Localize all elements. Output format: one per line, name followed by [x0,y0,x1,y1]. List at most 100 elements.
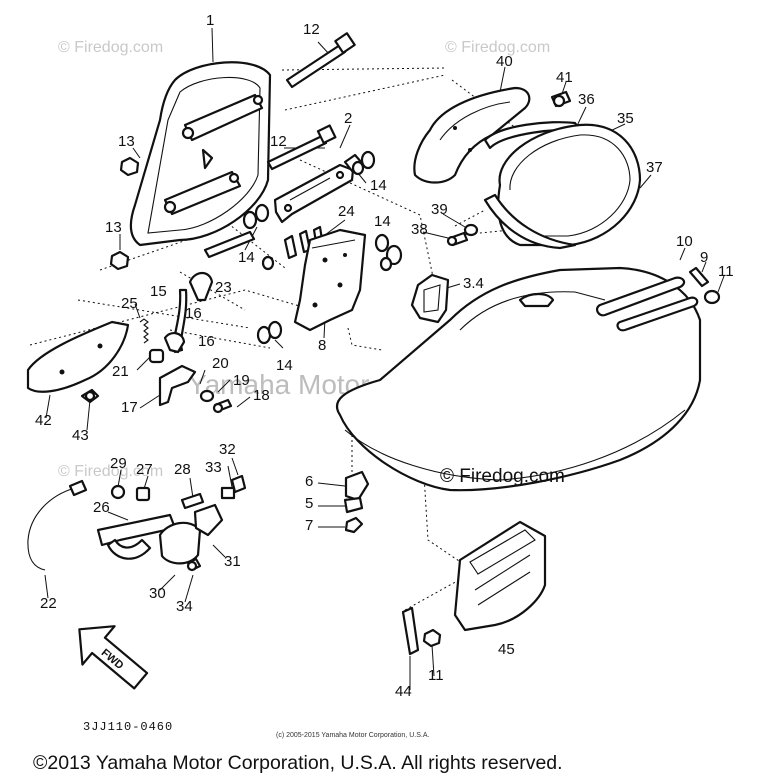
callout-24: 24 [338,203,355,220]
screw-43 [80,388,100,404]
knob-21 [148,348,165,364]
callout-26: 26 [93,499,110,516]
washer-29 [110,484,126,500]
callout-16-lower: 16 [198,333,215,350]
screw-41 [550,90,572,108]
callout-30: 30 [149,585,166,602]
callout-27: 27 [136,461,153,478]
callout-11-lower: 11 [428,667,444,684]
callout-44: 44 [395,683,412,700]
trunk-body [335,266,702,492]
callout-34: 34 [176,598,193,615]
callout-39: 39 [431,201,448,218]
callout-22: 22 [40,595,57,612]
watermark-mid-left: © Firedog.com [58,463,163,480]
callout-14-d: 14 [276,357,293,374]
callout-32: 32 [219,441,236,458]
hinge-17 [158,364,197,407]
callout-12-upper: 12 [303,21,320,38]
callout-14-c: 14 [374,213,391,230]
callout-13-upper: 13 [118,133,135,150]
screw-34 [186,557,202,572]
callout-42: 42 [35,412,52,429]
callout-36: 36 [578,91,595,108]
strap-44 [401,606,420,656]
callout-10: 10 [676,233,693,250]
washer-39 [463,223,479,237]
diagram-code: 3JJ110-0460 [83,720,173,734]
watermark-top-left: © Firedog.com [58,39,163,56]
pin-28 [180,492,205,510]
callout-3-4: 3.4 [463,275,484,292]
callout-18: 18 [253,387,270,404]
lever-26 [96,513,177,560]
lock-6 [344,470,370,502]
nut-11-lower [422,628,442,648]
lid-35 [497,123,642,247]
callout-13-lower: 13 [105,219,122,236]
block-31 [193,503,224,537]
callout-15: 15 [150,283,167,300]
panel-42 [26,320,130,393]
strap-10 [596,276,699,332]
backrest-pad-1 [129,61,272,247]
callout-21: 21 [112,363,129,380]
housing-30 [158,521,202,565]
callout-31: 31 [224,553,241,570]
callout-23: 23 [215,279,232,296]
callout-12-lower: 12 [270,133,287,150]
grommets-14-c [374,233,403,272]
callout-45: 45 [498,641,515,658]
callout-35: 35 [617,110,634,127]
callout-40: 40 [496,53,513,70]
callout-1: 1 [206,12,214,29]
cable-22 [27,479,88,571]
grommets-14-b [242,203,275,271]
callout-41: 41 [556,69,573,86]
callout-25: 25 [121,295,138,312]
callout-20: 20 [212,355,229,372]
footer-copyright: ©2013 Yamaha Motor Corporation, U.S.A. A… [33,752,563,774]
bolt-18 [212,398,233,414]
nut-11-upper [703,289,721,305]
nut-33 [220,486,236,500]
long-bolt-12-lower [266,124,337,171]
long-bolt-12-upper [285,32,356,89]
firedog-mark: © Firedog.com [440,466,565,487]
strip-23 [203,230,256,259]
control-unit-45 [453,520,547,632]
watermark-top-right: © Firedog.com [445,39,550,56]
callout-14-a: 14 [370,177,387,194]
callout-16-upper: 16 [185,305,202,322]
callout-37: 37 [646,159,663,176]
callout-29: 29 [110,455,127,472]
fwd-arrow-icon: FWD [78,625,149,690]
seal-37 [483,193,577,250]
callout-7: 7 [305,517,313,534]
callout-2: 2 [344,110,352,127]
bolt-38 [446,231,469,247]
callout-43: 43 [72,427,89,444]
nut-13-upper [119,156,140,177]
clamp-16-upper [188,271,214,302]
washer-19 [199,389,215,403]
callout-5: 5 [305,495,313,512]
clip-5 [343,496,364,514]
callout-14-b: 14 [238,249,255,266]
callout-11-upper: 11 [718,263,734,280]
callout-9: 9 [700,249,708,266]
nut-13-lower [109,250,130,271]
bracket-plate-8 [293,228,367,332]
callout-8: 8 [318,337,326,354]
grommets-14-a [343,150,376,176]
callouts: 1 12 12 13 13 2 14 14 14 14 24 8 3.4 15 … [35,12,734,700]
bushing-27 [135,486,151,502]
callout-28: 28 [174,461,191,478]
spring-25 [139,318,149,344]
pin-9 [688,266,710,288]
screw-7 [344,516,364,534]
callout-17: 17 [121,399,138,416]
callout-6: 6 [305,473,313,490]
bracket-2 [273,163,355,224]
